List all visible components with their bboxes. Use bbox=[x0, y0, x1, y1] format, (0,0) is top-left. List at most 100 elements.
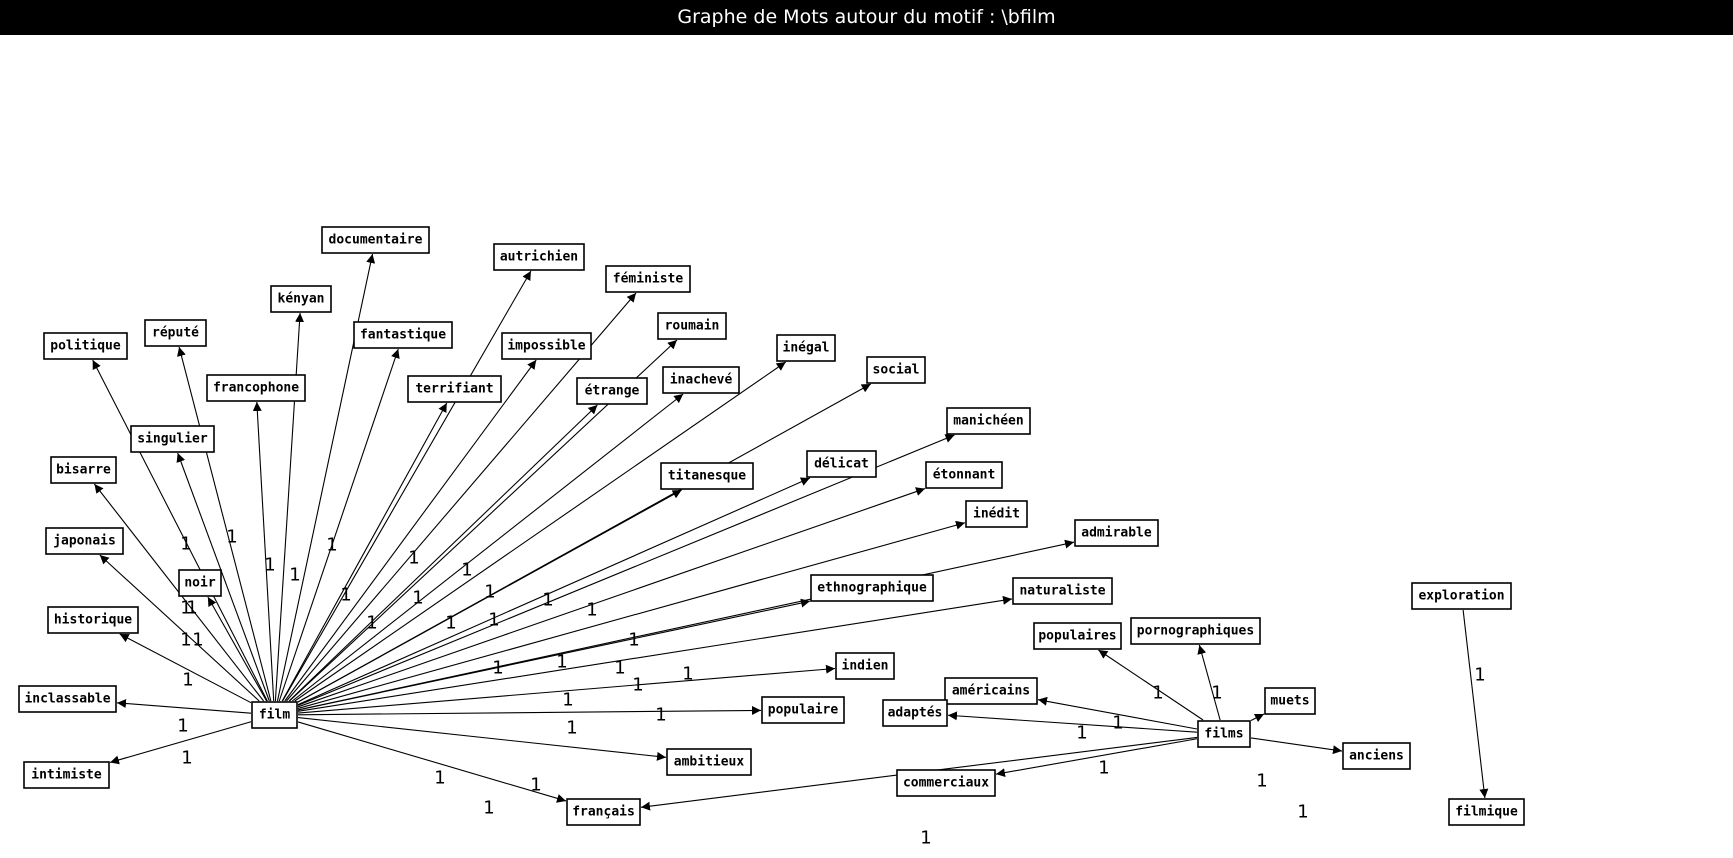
edge-weight-label: 1 bbox=[1098, 758, 1109, 779]
node-delicat[interactable]: délicat bbox=[806, 450, 877, 478]
node-box bbox=[1448, 798, 1525, 826]
node-etrange[interactable]: étrange bbox=[576, 377, 648, 405]
node-film[interactable]: film bbox=[251, 701, 298, 729]
node-box bbox=[806, 450, 877, 478]
edge-weight-label: 1 bbox=[182, 670, 193, 691]
node-indien[interactable]: indien bbox=[835, 652, 895, 680]
edge-weight-label: 1 bbox=[483, 798, 494, 819]
node-label: inachevé bbox=[670, 373, 733, 388]
edge-film-indien bbox=[297, 664, 836, 714]
node-label: singulier bbox=[137, 432, 208, 447]
node-ambitieux[interactable]: ambitieux bbox=[666, 748, 752, 776]
node-inedit[interactable]: inédit bbox=[965, 500, 1028, 528]
node-pornographiques[interactable]: pornographiques bbox=[1130, 617, 1261, 645]
node-box bbox=[493, 243, 585, 271]
node-impossible[interactable]: impossible bbox=[501, 332, 592, 360]
node-label: pornographiques bbox=[1137, 624, 1254, 639]
node-label: roumain bbox=[665, 319, 720, 334]
edge-weight-label: 1 bbox=[366, 613, 377, 634]
node-ethnographique[interactable]: ethnographique bbox=[810, 574, 934, 602]
node-box bbox=[18, 685, 117, 713]
node-autrichien[interactable]: autrichien bbox=[493, 243, 585, 271]
node-francais[interactable]: français bbox=[566, 798, 641, 826]
edge-films-pornographiques bbox=[1197, 644, 1221, 721]
node-box bbox=[251, 701, 298, 729]
node-admirable[interactable]: admirable bbox=[1074, 519, 1159, 547]
edge-film-admirable bbox=[297, 539, 1075, 711]
node-manicheen[interactable]: manichéen bbox=[946, 407, 1031, 435]
node-politique[interactable]: politique bbox=[43, 332, 128, 360]
node-populaires[interactable]: populaires bbox=[1033, 622, 1122, 650]
node-filmique[interactable]: filmique bbox=[1448, 798, 1525, 826]
node-box bbox=[23, 761, 110, 789]
node-feministe[interactable]: féministe bbox=[605, 265, 691, 293]
node-label: inégal bbox=[783, 341, 830, 356]
node-social[interactable]: social bbox=[866, 356, 926, 384]
node-box bbox=[45, 527, 124, 555]
node-exploration[interactable]: exploration bbox=[1411, 582, 1512, 610]
node-inegal[interactable]: inégal bbox=[776, 334, 836, 362]
node-box bbox=[896, 769, 996, 797]
edge-weight-label: 1 bbox=[562, 690, 573, 711]
node-label: ethnographique bbox=[817, 581, 927, 596]
node-titanesque[interactable]: titanesque bbox=[660, 462, 754, 490]
node-etonnant[interactable]: étonnant bbox=[925, 461, 1003, 489]
node-populaire[interactable]: populaire bbox=[761, 696, 845, 724]
node-singulier[interactable]: singulier bbox=[130, 425, 215, 453]
node-inclassable[interactable]: inclassable bbox=[18, 685, 117, 713]
node-roumain[interactable]: roumain bbox=[657, 312, 727, 340]
node-terrifiant[interactable]: terrifiant bbox=[407, 375, 502, 403]
node-repute[interactable]: réputé bbox=[144, 319, 207, 347]
node-films[interactable]: films bbox=[1197, 720, 1251, 748]
nodes-layer: film films exploration filmique intimiste inc… bbox=[18, 226, 1525, 826]
node-muets[interactable]: muets bbox=[1264, 687, 1316, 715]
edge-film-terrifiant bbox=[281, 402, 448, 702]
node-label: américains bbox=[952, 684, 1030, 699]
node-naturaliste[interactable]: naturaliste bbox=[1012, 577, 1113, 605]
node-noir[interactable]: noir bbox=[178, 569, 222, 597]
node-fantastique[interactable]: fantastique bbox=[353, 321, 453, 349]
node-label: politique bbox=[50, 339, 121, 354]
edge-weight-label: 1 bbox=[488, 610, 499, 631]
node-kenyan[interactable]: kényan bbox=[270, 285, 332, 313]
edge-weight-label: 1 bbox=[632, 675, 643, 696]
edge-film-francais bbox=[297, 721, 567, 803]
node-inacheve[interactable]: inachevé bbox=[662, 366, 740, 394]
node-japonais[interactable]: japonais bbox=[45, 527, 124, 555]
node-historique[interactable]: historique bbox=[47, 606, 139, 634]
node-francophone[interactable]: francophone bbox=[206, 374, 306, 402]
node-bisarre[interactable]: bisarre bbox=[50, 456, 117, 484]
node-label: manichéen bbox=[953, 414, 1023, 429]
node-box bbox=[1264, 687, 1316, 715]
edge-film-social bbox=[297, 383, 872, 703]
node-intimiste[interactable]: intimiste bbox=[23, 761, 110, 789]
node-label: indien bbox=[842, 659, 889, 674]
node-box bbox=[178, 569, 222, 597]
node-label: étonnant bbox=[933, 468, 996, 483]
edge-film-impossible bbox=[284, 359, 537, 702]
edge-weight-label: 1 bbox=[434, 768, 445, 789]
edge-weight-label: 1 bbox=[566, 718, 577, 739]
edge-weight-label: 1 bbox=[542, 590, 553, 611]
edge-films-americains bbox=[1037, 696, 1198, 730]
node-label: impossible bbox=[507, 339, 585, 354]
node-commerciaux[interactable]: commerciaux bbox=[896, 769, 996, 797]
edge-film-historique bbox=[119, 633, 252, 704]
edge-film-intimiste bbox=[109, 721, 252, 765]
node-label: ambitieux bbox=[674, 755, 745, 770]
node-label: inclassable bbox=[24, 692, 110, 707]
node-label: populaire bbox=[768, 703, 839, 718]
node-label: anciens bbox=[1349, 749, 1404, 764]
edge-film-populaire bbox=[297, 705, 762, 716]
node-label: réputé bbox=[152, 326, 199, 341]
node-adaptes[interactable]: adaptés bbox=[882, 699, 948, 727]
node-anciens[interactable]: anciens bbox=[1342, 742, 1411, 770]
node-box bbox=[1033, 622, 1122, 650]
node-label: films bbox=[1204, 727, 1243, 742]
edge-weight-label: 1 bbox=[289, 565, 300, 586]
node-documentaire[interactable]: documentaire bbox=[321, 226, 430, 254]
node-label: exploration bbox=[1418, 589, 1504, 604]
edge-films-muets bbox=[1250, 713, 1265, 723]
node-americains[interactable]: américains bbox=[944, 677, 1038, 705]
